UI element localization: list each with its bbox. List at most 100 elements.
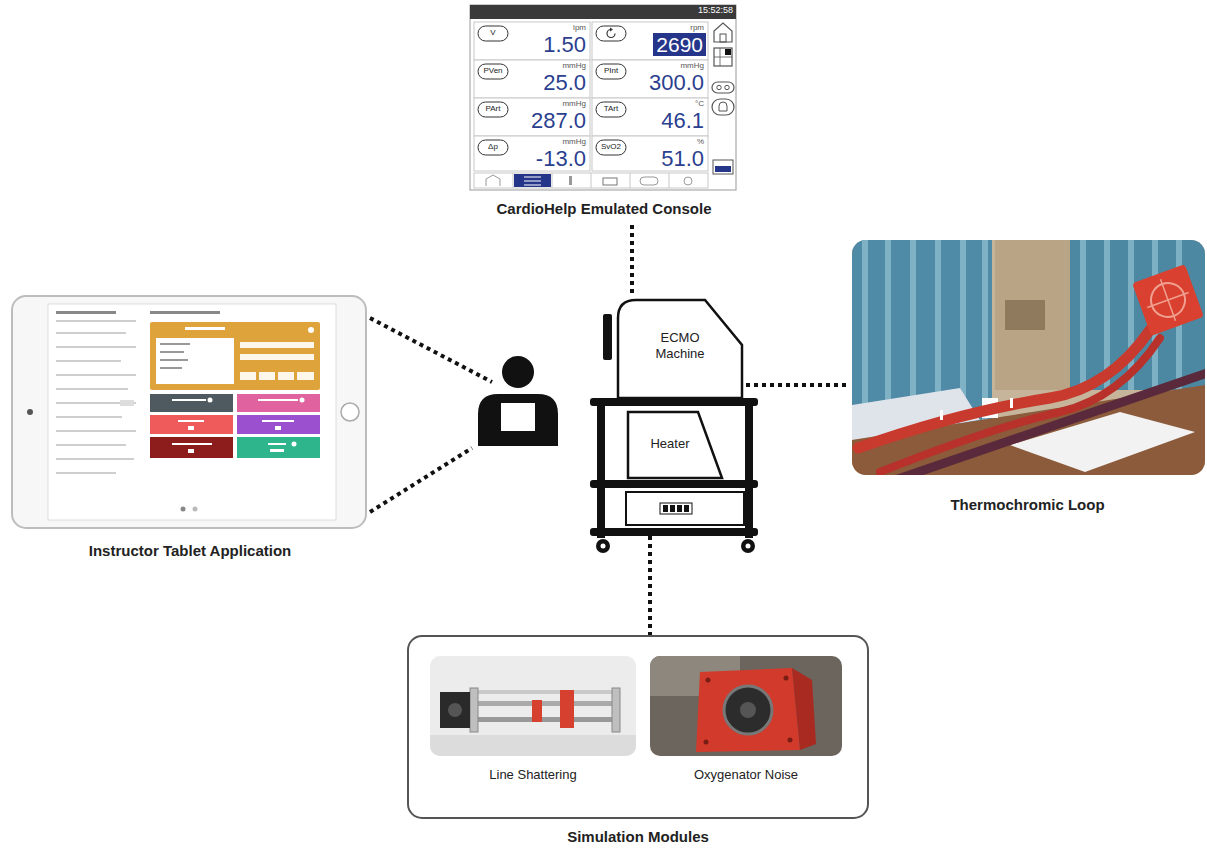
oxygenator-photo: [706, 678, 711, 683]
tablet-device: [275, 426, 281, 430]
node-label: Simulation Modules: [408, 828, 868, 846]
console-screen: [713, 160, 733, 174]
oxygenator-photo: [650, 656, 842, 756]
tablet-device: [56, 388, 128, 390]
console-reading: lpm: [573, 24, 586, 32]
oxygenator-photo: [740, 702, 756, 718]
tablet-device: [150, 415, 233, 434]
person-icon: [502, 356, 534, 388]
console-screen: [592, 98, 708, 136]
ecmo-cart: [660, 503, 692, 514]
console-reading: %: [697, 138, 704, 146]
console-screen: [474, 60, 590, 98]
loop-photo: [1146, 278, 1190, 322]
console-screen: [470, 5, 736, 19]
tablet-device: [56, 311, 116, 314]
oxygenator-photo: [792, 668, 816, 750]
tablet-device: [56, 320, 136, 322]
tablet-device: [56, 374, 136, 376]
tablet-device: [300, 398, 305, 403]
console-screen: [630, 173, 631, 188]
tablet-device: [160, 359, 188, 361]
tablet-device: [150, 394, 233, 412]
heater-box: Heater: [626, 410, 724, 480]
node-label: ECMO Machine: [644, 330, 716, 361]
tablet-device: [237, 415, 320, 434]
console-reading: 46.1: [661, 110, 704, 132]
console-screen: [478, 140, 508, 155]
console-reading: Δp: [488, 143, 498, 151]
console-reading: -13.0: [536, 148, 586, 170]
tablet-device: [12, 296, 366, 528]
ecmo-cart: [590, 528, 758, 536]
tablet-device: [160, 367, 182, 369]
ecmo-cart: [596, 539, 610, 553]
oxygenator-photo: [696, 668, 800, 752]
clock-reading: 15:52:58: [698, 6, 733, 15]
loop-photo: [1132, 264, 1204, 336]
console-reading: °C: [695, 100, 704, 108]
heater-box-outline: [628, 412, 722, 478]
ecmo-cart: [597, 398, 605, 538]
oxygenator-photo: [650, 656, 842, 756]
tablet-device: [160, 343, 190, 345]
tablet-node: Instructor Tablet Application: [10, 290, 370, 565]
console-reading: 300.0: [649, 72, 704, 94]
tablet-device: [193, 507, 198, 512]
machine-box-outline: [618, 300, 742, 398]
dotted-leader: [370, 318, 492, 382]
line-shattering-photo: [532, 700, 542, 722]
ecmo-cart: [663, 505, 668, 512]
console-screen: [596, 140, 626, 155]
dotted-connector: [746, 383, 850, 387]
tablet-device: [278, 372, 294, 380]
tablet-device: [150, 437, 233, 458]
ecmo-cart: [605, 486, 745, 530]
console-reading: mmHg: [680, 62, 704, 70]
console-screen: [524, 181, 541, 182]
tablet-device: [120, 400, 134, 406]
module-node: Line Shattering: [430, 656, 636, 784]
tablet-device: [262, 420, 294, 422]
console-screen: [610, 28, 613, 32]
loop-photo: [1010, 398, 1013, 408]
loop-photo: [852, 240, 1205, 475]
loop-photo: [1005, 300, 1045, 330]
console-reading: mmHg: [562, 100, 586, 108]
console-screen: [552, 173, 553, 188]
tablet-device: [240, 372, 256, 380]
tablet-device: [297, 372, 314, 380]
console-reading: mmHg: [562, 62, 586, 70]
console-screen: [712, 82, 734, 93]
module-node: Oxygenator Noise: [650, 656, 842, 784]
ecmo-cart: [677, 505, 682, 512]
console-reading: rpm: [690, 24, 704, 32]
dotted-leader: [370, 448, 472, 512]
node-label: CardioHelp Emulated Console: [468, 200, 740, 218]
tablet-device: [341, 403, 359, 421]
tablet-device: [56, 472, 116, 474]
line-shattering-photo: [440, 692, 470, 728]
console-screen: [720, 34, 726, 42]
tablet-device: [150, 322, 320, 390]
ecmo-cart: [746, 544, 751, 549]
console-screen: [684, 177, 692, 185]
console-screen: [669, 173, 670, 188]
tablet-device: [188, 449, 194, 453]
node-label: Oxygenator Noise: [650, 767, 842, 783]
console-screen: [470, 5, 736, 190]
loop-photo: [1080, 240, 1086, 390]
console-screen: [524, 185, 541, 186]
console-screen: [591, 173, 592, 188]
tablet-device: [292, 442, 297, 447]
tablet-device: [156, 338, 234, 384]
ecmo-cart: [601, 544, 606, 549]
console-screen: [486, 175, 500, 186]
console-screen: [474, 98, 590, 136]
console-reading: SvO2: [601, 143, 621, 151]
loop-node: Thermochromic Loop: [850, 238, 1205, 518]
console-screen: [478, 64, 508, 79]
console-screen: [715, 166, 731, 172]
tablet-device: [258, 399, 298, 401]
